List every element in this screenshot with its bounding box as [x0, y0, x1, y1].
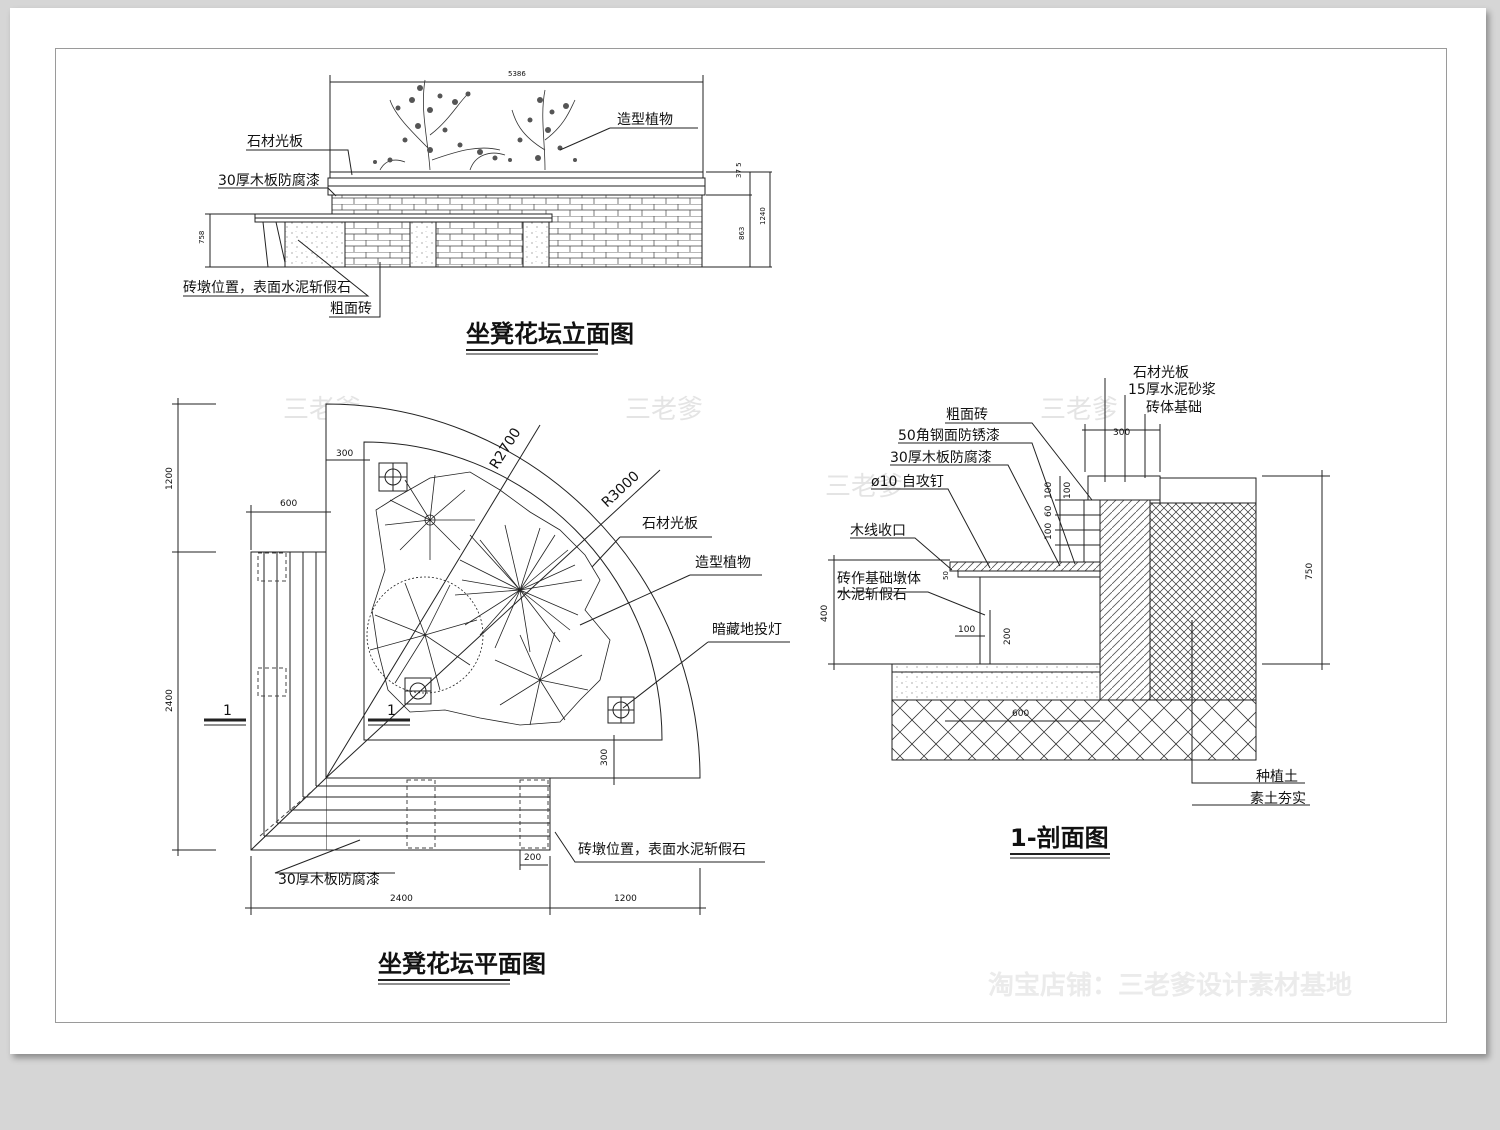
section-dim-750: 750: [1305, 563, 1315, 580]
elevation-title: 坐凳花坛立面图: [466, 320, 634, 348]
plan-dim-600: 600: [280, 499, 297, 509]
section-dim-400: 400: [820, 605, 830, 622]
plan-section-mark-right: 1: [387, 703, 396, 719]
plan-dim-200: 200: [524, 853, 541, 863]
elevation-dim-side-a: 37 5: [735, 162, 743, 178]
plan-label-stone-slab: 石材光板: [642, 516, 698, 532]
section-dim-100d: 100: [958, 625, 975, 635]
elevation-title-underline: [466, 349, 598, 355]
section-label-rough-brick: 粗面砖: [946, 407, 988, 423]
section-label-mortar: 15厚水泥砂浆: [1128, 382, 1216, 398]
section-dim-100a: 100: [1044, 482, 1054, 499]
section-label-wood-board: 30厚木板防腐漆: [890, 449, 992, 466]
plan-dim-300-bottom: 300: [600, 749, 610, 766]
elevation-view: [183, 75, 772, 318]
section-title: 1-剖面图: [1010, 824, 1109, 852]
elevation-plants: [379, 79, 576, 171]
watermark-brand-3: 三老爹: [1040, 395, 1118, 425]
plan-dim-2400-v: 2400: [165, 689, 175, 712]
plan-label-brick-pier: 砖墩位置，表面水泥斩假石: [578, 842, 746, 858]
section-dim-100c: 100: [1063, 482, 1073, 499]
plan-dim-1200-v: 1200: [165, 467, 175, 490]
elevation-label-brick-pier: 砖墩位置，表面水泥斩假石: [183, 280, 351, 296]
section-title-underline: [1010, 853, 1110, 859]
section-label-pier-line1: 砖作基础墩体: [837, 570, 921, 587]
section-label-pier-line2: 水泥斩假石: [837, 587, 907, 603]
plan-view: [172, 398, 790, 915]
section-label-soil: 种植土: [1256, 769, 1298, 785]
elevation-dim-left: 758: [198, 231, 206, 244]
plan-radius-outer: R3000: [599, 468, 643, 511]
section-label-compact: 素土夯实: [1250, 791, 1306, 807]
plan-label-shaped-plant: 造型植物: [695, 555, 751, 571]
watermark-brand-2: 三老爹: [625, 395, 703, 425]
section-label-stone-slab: 石材光板: [1133, 365, 1189, 381]
elevation-label-rough-brick: 粗面砖: [330, 301, 372, 317]
elevation-dim-side-b: 863: [738, 227, 746, 240]
plan-dim-1200-h: 1200: [614, 894, 637, 904]
drawing-frame: [55, 48, 1447, 1023]
elevation-dim-side-c: 1240: [759, 207, 767, 225]
elevation-label-wood-board: 30厚木板防腐漆: [218, 172, 320, 189]
elevation-label-shaped-plant: 造型植物: [617, 112, 673, 128]
plan-label-light: 暗藏地投灯: [712, 622, 782, 638]
section-dim-300: 300: [1113, 428, 1130, 438]
watermark-brand-5: 三老爹: [825, 472, 903, 502]
section-dim-50: 50: [942, 571, 950, 580]
plan-label-wood-board: 30厚木板防腐漆: [278, 871, 380, 888]
section-dim-60: 60: [1044, 505, 1054, 517]
section-view: [828, 378, 1330, 806]
elevation-label-stone-slab: 石材光板: [247, 134, 303, 150]
watermark-shop: 淘宝店铺：三老爹设计素材基地: [988, 970, 1352, 1001]
plan-dim-2400-h: 2400: [390, 894, 413, 904]
section-label-brick-base: 砖体基础: [1146, 399, 1202, 416]
section-label-screw: ø10 自攻钉: [871, 474, 944, 490]
section-dim-200: 200: [1003, 628, 1013, 645]
section-dim-600: 600: [1012, 709, 1029, 719]
section-label-wood-edge: 木线收口: [850, 523, 906, 539]
section-label-angle-steel: 50角钢面防锈漆: [898, 428, 1000, 444]
section-dim-100b: 100: [1044, 523, 1054, 540]
plan-title: 坐凳花坛平面图: [378, 950, 546, 978]
plan-title-underline: [378, 979, 510, 985]
elevation-dim-top: 5386: [508, 70, 526, 78]
plan-plants: [366, 471, 611, 726]
plan-lights: [378, 462, 635, 724]
plan-section-mark-left: 1: [223, 703, 232, 719]
plan-dim-300-top: 300: [336, 449, 353, 459]
